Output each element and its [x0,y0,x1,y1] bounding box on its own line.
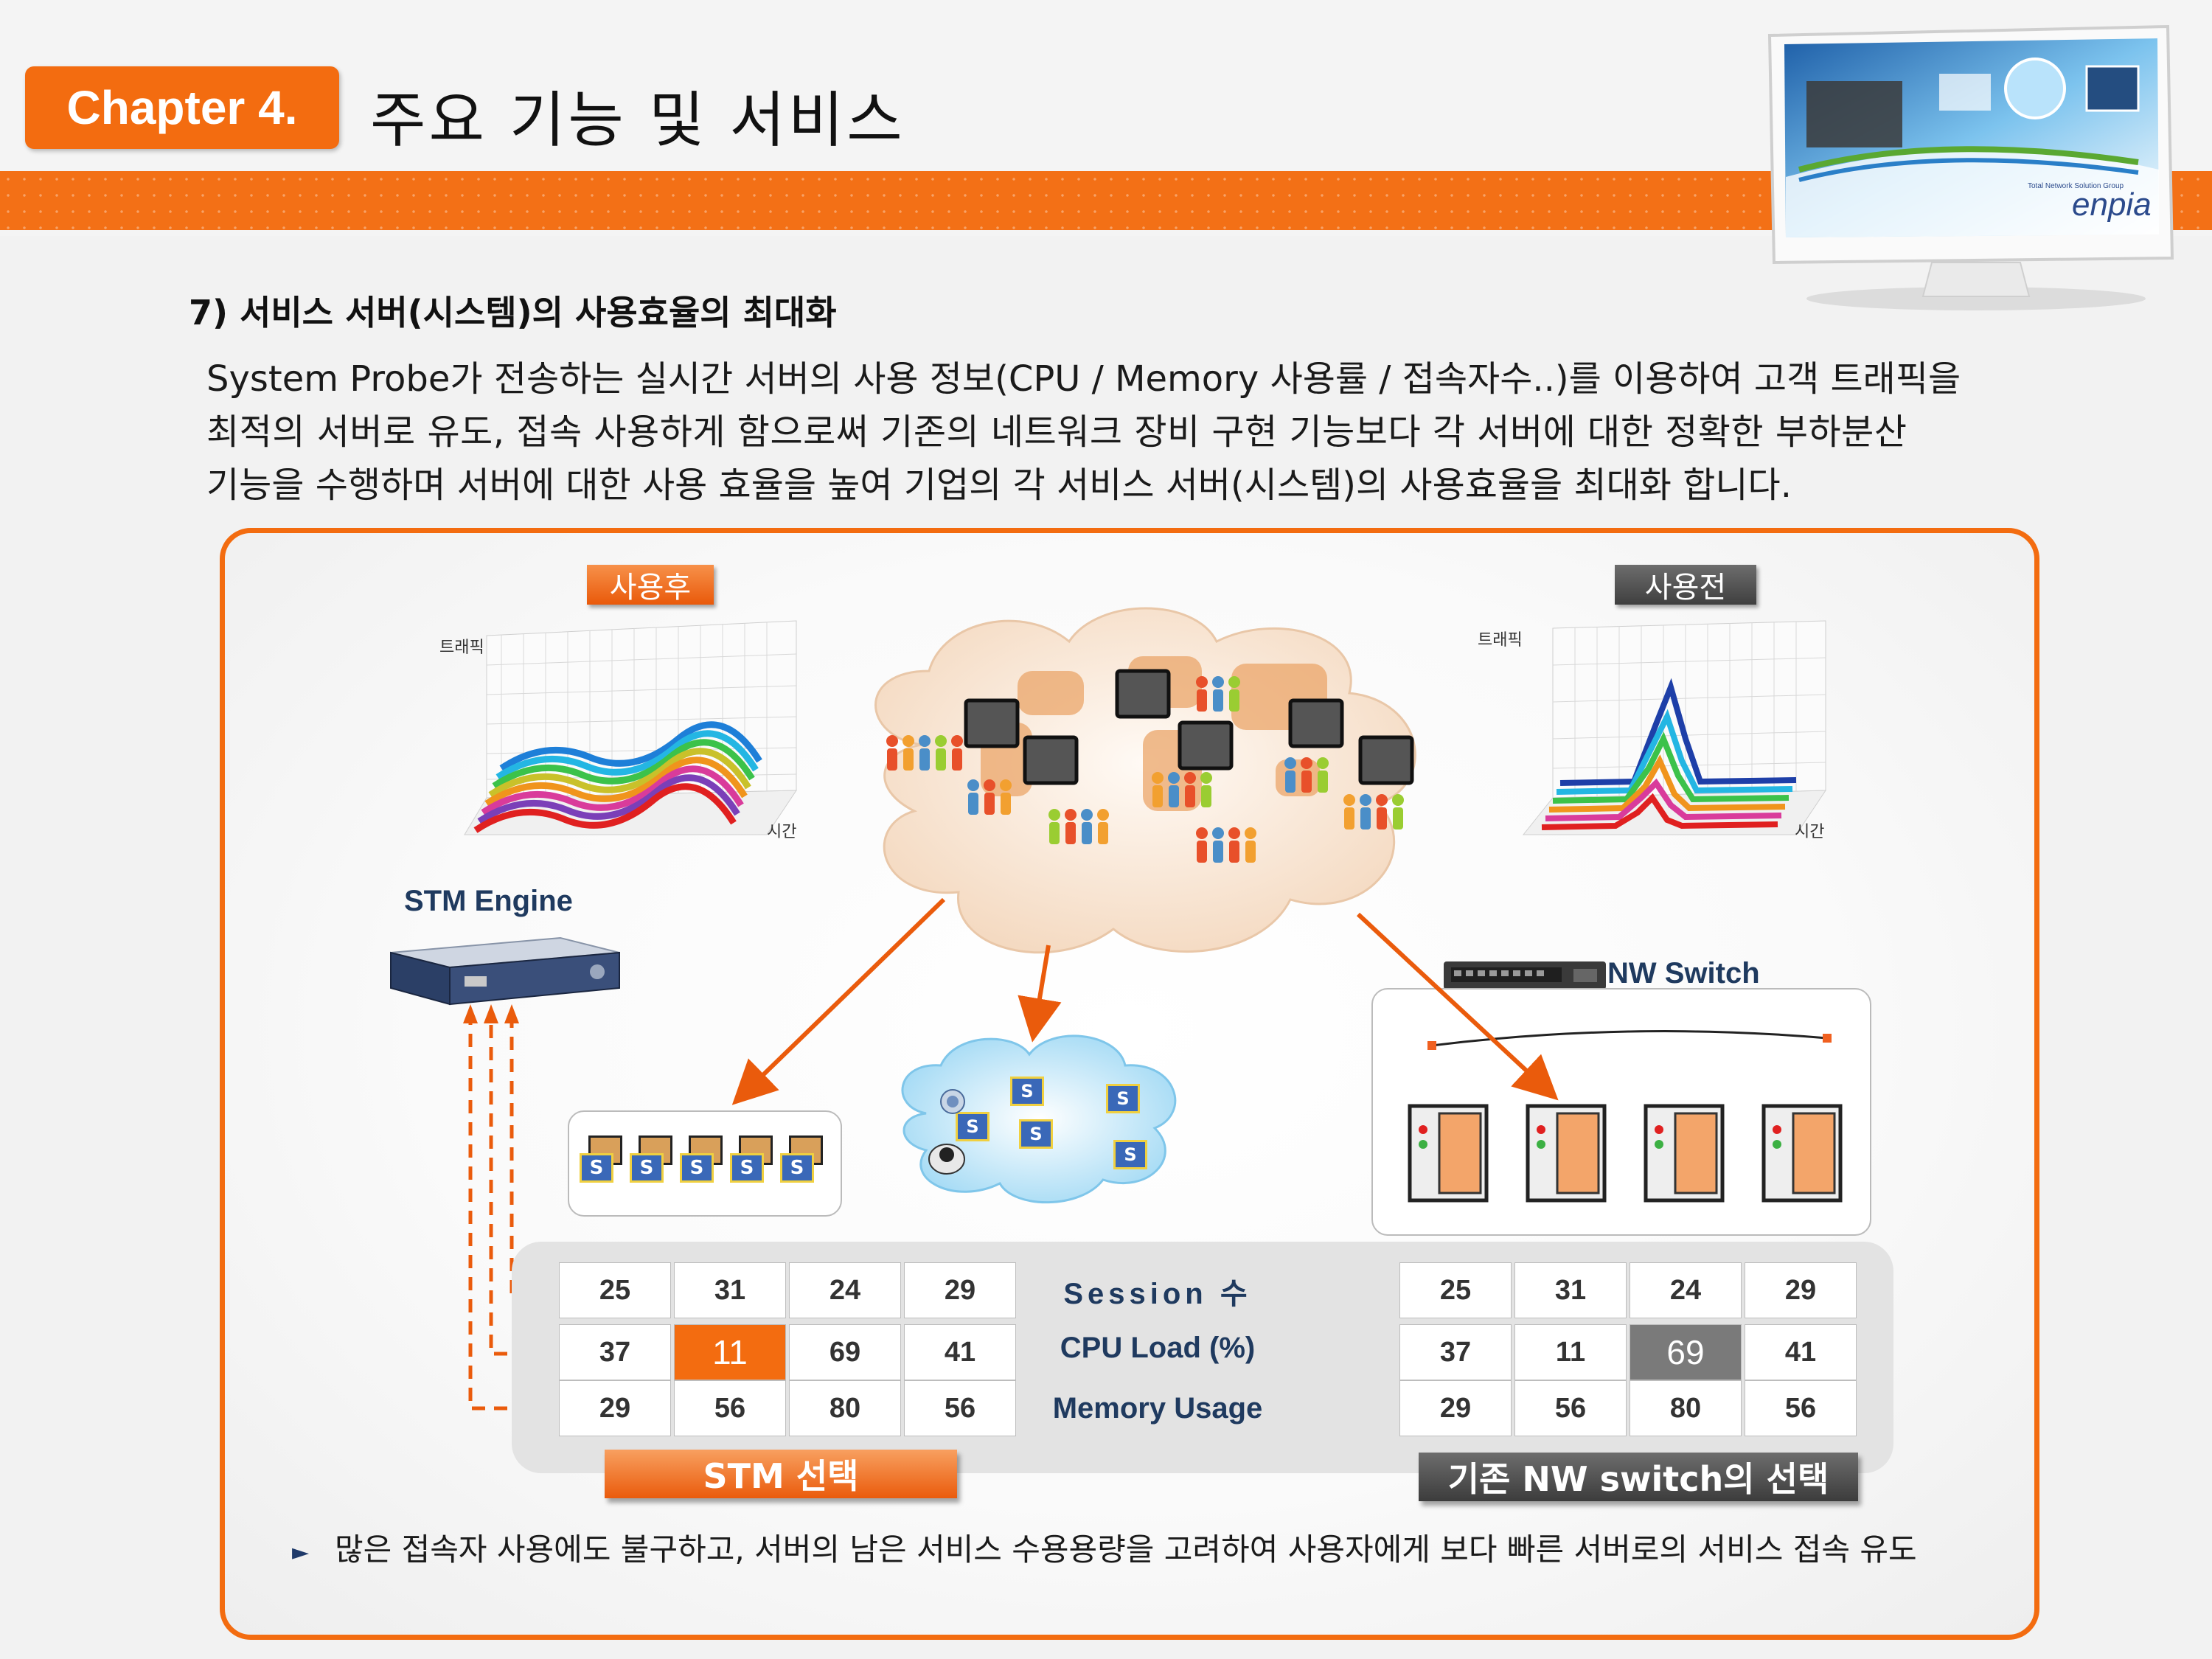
paragraph-line: System Probe가 전송하는 실시간 서버의 사용 정보(CPU / M… [206,358,1961,400]
rack-server-icon [1644,1104,1725,1203]
rack-server-icon [1761,1104,1843,1203]
paragraph-line: 최적의 서버로 유도, 접속 사용하게 함으로써 기존의 네트워크 장비 구현 … [206,411,1907,453]
nw-table-cell: 80 [1630,1380,1742,1436]
stm-table-cell: 37 [559,1324,671,1380]
nw-table-cell: 24 [1630,1262,1742,1318]
stm-table-cell: 29 [904,1262,1016,1318]
stm-table-cell: 29 [559,1380,671,1436]
server-icon: S [1106,1084,1140,1113]
graph-y-label: 트래픽 [439,639,484,657]
stm-select-label: STM 선택 [605,1450,957,1498]
server-icon: S [580,1135,622,1183]
server-cloud [901,1034,1177,1204]
stm-engine-device-icon [390,936,620,1006]
nw-table-cell: 41 [1745,1324,1857,1380]
globe-user-icon [928,1089,965,1175]
bullet-arrow-icon: ► [292,1540,310,1565]
stm-table-cell: 25 [559,1262,671,1318]
stm-table-cell: 69 [789,1324,901,1380]
stm-table-cell: 41 [904,1324,1016,1380]
monitor-brand: enpia [2072,187,2152,223]
internet-cloud [874,607,1416,954]
tag-after-use: 사용후 [587,565,714,605]
row-label-session: Session 수 [1063,1278,1252,1310]
server-icon: S [1113,1140,1147,1169]
nw-selected-cell: 69 [1630,1324,1742,1380]
server-icon: S [1010,1077,1044,1106]
row-label-memory: Memory Usage [1052,1392,1263,1425]
monitor-illustration: enpia Total Network Solution Group [1767,24,2174,310]
nw-switch-select-label: 기존 NW switch의 선택 [1419,1453,1858,1501]
server-icon: S [780,1135,823,1183]
server-icon: S [680,1135,723,1183]
stm-table-cell: 56 [904,1380,1016,1436]
graph-x-label: 시간 [1795,823,1825,841]
summary-note: 많은 접속자 사용에도 불구하고, 서버의 남은 서비스 수용용량을 고려하여 … [335,1531,1917,1568]
monitor-tagline: Total Network Solution Group [2028,182,2124,190]
graph-x-label: 시간 [767,823,797,841]
nw-table-cell: 25 [1399,1262,1512,1318]
nw-cable-line [1427,1030,1832,1050]
server-icon: S [956,1112,990,1141]
server-icon: S [730,1135,773,1183]
graph-y-label: 트래픽 [1478,631,1523,650]
section-heading: 7) 서비스 서버(시스템)의 사용효율의 최대화 [189,293,837,333]
traffic-graph-after [464,620,797,835]
nw-table-cell: 29 [1399,1380,1512,1436]
stm-selected-cell: 11 [674,1324,786,1380]
paragraph-line: 기능을 수행하며 서버에 대한 사용 효율을 높여 기업의 각 서비스 서버(시… [206,465,1792,506]
stm-table-cell: 24 [789,1262,901,1318]
nw-table-cell: 11 [1514,1324,1627,1380]
chapter-badge: Chapter 4. [25,66,339,149]
nw-switch-label: NW Switch [1607,957,1760,990]
nw-table-cell: 31 [1514,1262,1627,1318]
stm-table-cell: 31 [674,1262,786,1318]
stm-server-row: S S S S S [580,1135,830,1187]
user-crowd-icon [886,676,1404,863]
server-terminal-icon [964,669,1414,785]
traffic-graph-before [1522,620,1826,835]
nw-rack-servers [1408,1104,1843,1203]
nw-table-cell: 56 [1514,1380,1627,1436]
tag-before-use: 사용전 [1615,565,1756,605]
row-label-cpu: CPU Load (%) [1060,1332,1256,1364]
nw-table-cell: 56 [1745,1380,1857,1436]
stm-table-cell: 56 [674,1380,786,1436]
page-title: 주요 기능 및 서비스 [370,86,905,156]
nw-table-cell: 37 [1399,1324,1512,1380]
server-icon: S [1019,1119,1053,1149]
rack-server-icon [1526,1104,1607,1203]
stm-table-cell: 80 [789,1380,901,1436]
rack-server-icon [1408,1104,1489,1203]
stm-engine-label: STM Engine [404,885,573,917]
nw-table-cell: 29 [1745,1262,1857,1318]
server-icon: S [630,1135,672,1183]
